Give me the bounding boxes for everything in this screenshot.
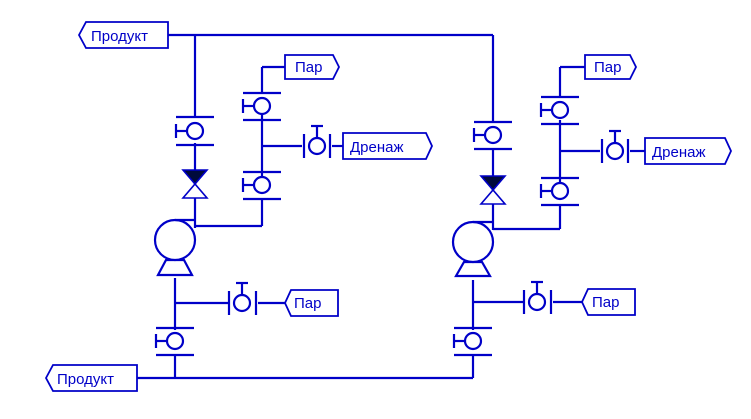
right-steam-top-tag: Пар xyxy=(584,54,638,80)
left-steam-top-label: Пар xyxy=(295,59,322,76)
gate-valve-icon xyxy=(154,326,194,357)
gate-valve-icon xyxy=(241,170,281,201)
left-steam-top-tag: Пар xyxy=(284,54,341,80)
gate-valve-icon xyxy=(472,120,512,151)
gate-valve-icon xyxy=(174,115,214,147)
check-valve-icon xyxy=(479,175,507,205)
gate-valve-icon xyxy=(522,280,553,314)
gate-valve-icon xyxy=(227,281,258,315)
product-pipelines xyxy=(137,33,495,380)
left-unit xyxy=(153,65,343,357)
right-drain-label: Дренаж xyxy=(652,144,706,161)
left-steam-bottom-tag: Пар xyxy=(284,289,339,317)
gate-valve-icon xyxy=(452,326,492,357)
right-steam-bottom-label: Пар xyxy=(592,294,619,311)
check-valve-icon xyxy=(181,169,209,199)
gate-valve-icon xyxy=(241,91,281,122)
product-top-label: Продукт xyxy=(91,28,148,45)
product-bottom-tag: Продукт xyxy=(44,364,138,392)
product-top-tag: Продукт xyxy=(77,21,169,49)
left-drain-label: Дренаж xyxy=(350,139,404,156)
product-bottom-label: Продукт xyxy=(57,371,114,388)
right-unit xyxy=(451,65,645,357)
gate-valve-icon xyxy=(302,124,332,158)
gate-valve-icon xyxy=(600,129,630,163)
gate-valve-icon xyxy=(539,95,579,126)
left-drain-tag: Дренаж xyxy=(342,132,433,160)
right-drain-tag: Дренаж xyxy=(644,137,732,165)
right-steam-bottom-tag: Пар xyxy=(581,288,636,316)
gate-valve-icon xyxy=(539,176,579,207)
right-steam-top-label: Пар xyxy=(594,59,621,76)
left-steam-bottom-label: Пар xyxy=(294,295,321,312)
centrifugal-pump-icon xyxy=(153,218,197,277)
centrifugal-pump-icon xyxy=(451,220,495,278)
